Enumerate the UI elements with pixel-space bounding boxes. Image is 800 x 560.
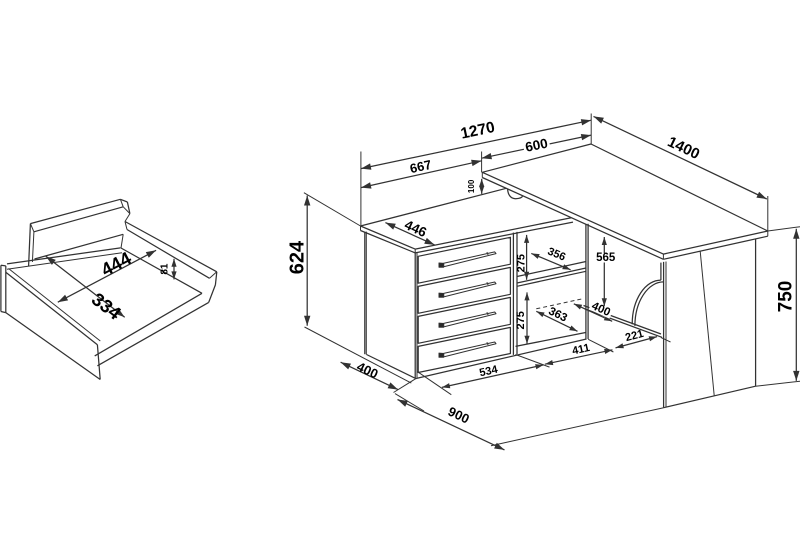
svg-text:624: 624: [287, 240, 309, 274]
svg-text:81: 81: [159, 263, 170, 275]
svg-text:221: 221: [624, 328, 645, 344]
svg-text:275: 275: [515, 311, 527, 329]
svg-text:411: 411: [571, 342, 591, 357]
svg-text:600: 600: [524, 136, 549, 155]
svg-text:565: 565: [596, 252, 616, 264]
svg-text:275: 275: [516, 254, 528, 272]
svg-text:667: 667: [408, 157, 432, 176]
svg-text:534: 534: [478, 363, 499, 379]
svg-text:750: 750: [776, 281, 797, 313]
svg-text:1270: 1270: [459, 119, 496, 143]
svg-text:100: 100: [467, 179, 476, 193]
